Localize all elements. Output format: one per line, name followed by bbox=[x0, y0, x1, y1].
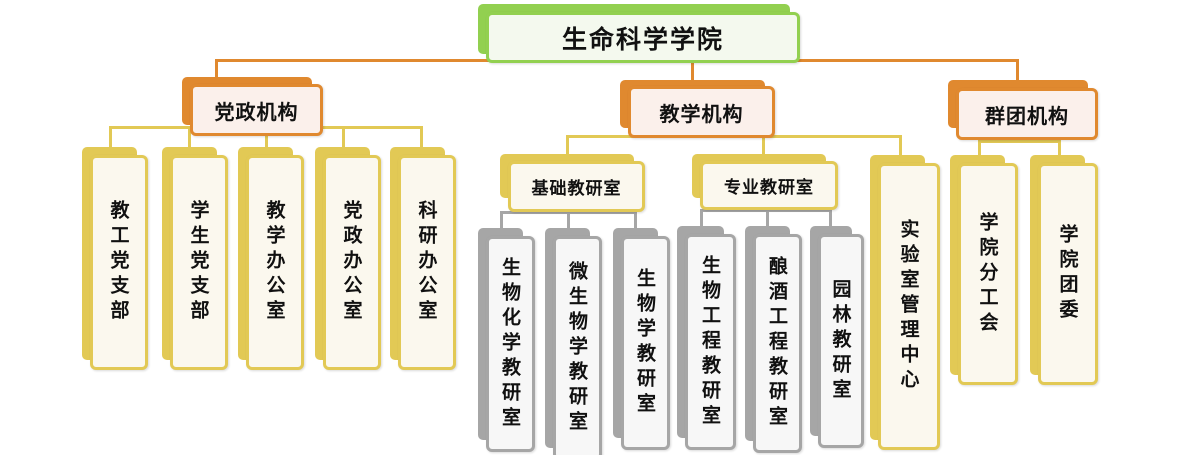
connector-party-child bbox=[342, 126, 345, 148]
connector-prof-child bbox=[829, 209, 832, 229]
connector-basic-child bbox=[500, 211, 503, 231]
basic-child-0-box: 生物化学教研室 bbox=[486, 236, 535, 452]
connector-prof-child bbox=[700, 209, 703, 229]
basic-child-1-label: 微生物学教研室 bbox=[566, 260, 588, 436]
connector-prof-bus bbox=[700, 209, 831, 212]
party-node-label: 党政机构 bbox=[214, 99, 299, 124]
basic-node-box: 基础教研室 bbox=[508, 161, 645, 212]
connector-party-child bbox=[265, 126, 268, 148]
root-node-label: 生命科学学院 bbox=[561, 24, 724, 54]
connector-party-child bbox=[109, 126, 112, 148]
connector-party-child bbox=[420, 126, 423, 148]
connector-teaching bbox=[691, 59, 694, 81]
professional-node-label: 专业教研室 bbox=[724, 178, 814, 198]
connector-party-child bbox=[188, 126, 191, 148]
lab-node-box: 实验室管理中心 bbox=[878, 163, 940, 450]
party-child-0-label: 教工党支部 bbox=[107, 200, 130, 325]
prof-child-1-label: 酿酒工程教研室 bbox=[766, 256, 788, 431]
party-child-0-box: 教工党支部 bbox=[90, 155, 148, 370]
party-child-1-box: 学生党支部 bbox=[170, 155, 228, 370]
connector-prof-child bbox=[766, 209, 769, 229]
party-child-1-label: 学生党支部 bbox=[187, 200, 210, 325]
prof-child-0-label: 生物工程教研室 bbox=[699, 254, 721, 430]
basic-node-label: 基础教研室 bbox=[531, 179, 622, 199]
connector-teaching-child bbox=[566, 135, 569, 157]
basic-child-2-label: 生物学教研室 bbox=[634, 268, 656, 418]
basic-child-2-box: 生物学教研室 bbox=[621, 236, 670, 450]
party-child-3-label: 党政办公室 bbox=[340, 200, 363, 325]
party-child-3-box: 党政办公室 bbox=[323, 155, 381, 370]
party-child-2-box: 教学办公室 bbox=[246, 155, 304, 370]
connector-teaching-child bbox=[899, 135, 902, 157]
connector-party bbox=[215, 59, 218, 79]
connector-groups bbox=[1016, 59, 1019, 81]
prof-child-2-box: 园林教研室 bbox=[818, 234, 864, 448]
prof-child-2-label: 园林教研室 bbox=[829, 278, 852, 404]
groups-child-0-label: 学院分工会 bbox=[976, 211, 999, 337]
teaching-node-label: 教学机构 bbox=[659, 101, 744, 126]
groups-child-1-label: 学院团委 bbox=[1056, 224, 1079, 324]
party-node-box: 党政机构 bbox=[190, 84, 323, 136]
groups-child-1-box: 学院团委 bbox=[1038, 163, 1098, 385]
root-node-box: 生命科学学院 bbox=[486, 12, 800, 63]
connector-groups-child bbox=[978, 140, 981, 158]
basic-child-1-box: 微生物学教研室 bbox=[553, 236, 602, 455]
lab-node-label: 实验室管理中心 bbox=[897, 219, 920, 394]
connector-basic-child bbox=[634, 211, 637, 231]
prof-child-0-box: 生物工程教研室 bbox=[685, 234, 736, 450]
party-child-2-label: 教学办公室 bbox=[263, 200, 286, 325]
connector-basic-child bbox=[567, 211, 570, 231]
teaching-node-box: 教学机构 bbox=[628, 86, 775, 138]
connector-groups-bus bbox=[978, 140, 1060, 143]
prof-child-1-box: 酿酒工程教研室 bbox=[753, 234, 802, 453]
groups-node-label: 群团机构 bbox=[985, 103, 1069, 128]
basic-child-0-label: 生物化学教研室 bbox=[499, 256, 521, 432]
connector-groups-child bbox=[1058, 140, 1061, 158]
connector-teaching-child bbox=[762, 135, 765, 157]
party-child-4-label: 科研办公室 bbox=[415, 200, 438, 325]
groups-node-box: 群团机构 bbox=[956, 88, 1098, 140]
party-child-4-box: 科研办公室 bbox=[398, 155, 456, 370]
groups-child-0-box: 学院分工会 bbox=[958, 163, 1018, 385]
professional-node-box: 专业教研室 bbox=[700, 161, 838, 210]
